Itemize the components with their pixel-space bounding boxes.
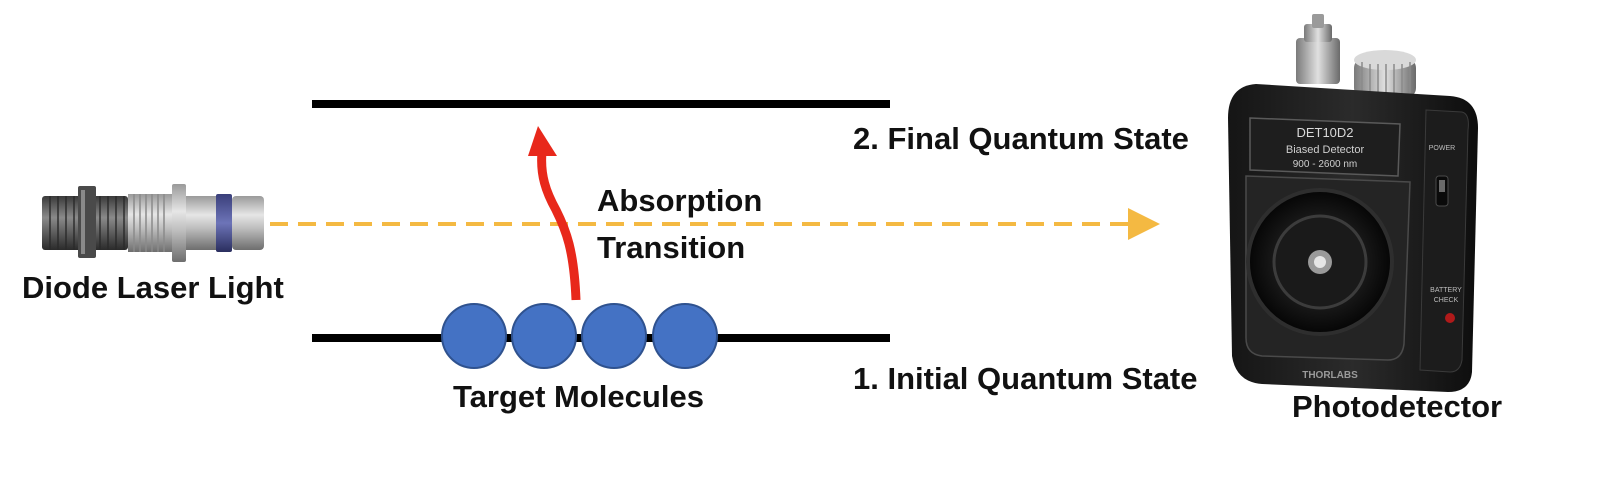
diode-laser-icon: [42, 184, 264, 262]
transition-label-line2: Transition: [597, 230, 745, 265]
detector-range-text: 900 - 2600 nm: [1293, 159, 1358, 170]
detector-label: Photodetector: [1292, 389, 1502, 424]
final-state-label: 2. Final Quantum State: [853, 121, 1189, 156]
molecule: [652, 303, 718, 369]
molecule: [511, 303, 577, 369]
detector-power-text: POWER: [1429, 145, 1455, 152]
detector-battery-text: BATTERY: [1430, 287, 1462, 294]
initial-state-label: 1. Initial Quantum State: [853, 361, 1198, 396]
detector-brand-text: THORLABS: [1302, 370, 1358, 381]
transition-arrow: [528, 126, 581, 301]
detector-type-text: Biased Detector: [1286, 144, 1365, 156]
detector-model-text: DET10D2: [1296, 125, 1353, 140]
molecules-label: Target Molecules: [453, 379, 704, 414]
transition-label-line1: Absorption: [597, 183, 762, 218]
molecule: [581, 303, 647, 369]
molecule: [441, 303, 507, 369]
detector-check-text: CHECK: [1434, 297, 1459, 304]
target-molecules: [441, 303, 718, 369]
photodetector-icon: DET10D2 Biased Detector 900 - 2600 nm PO…: [1228, 14, 1478, 392]
laser-label: Diode Laser Light: [22, 270, 284, 305]
